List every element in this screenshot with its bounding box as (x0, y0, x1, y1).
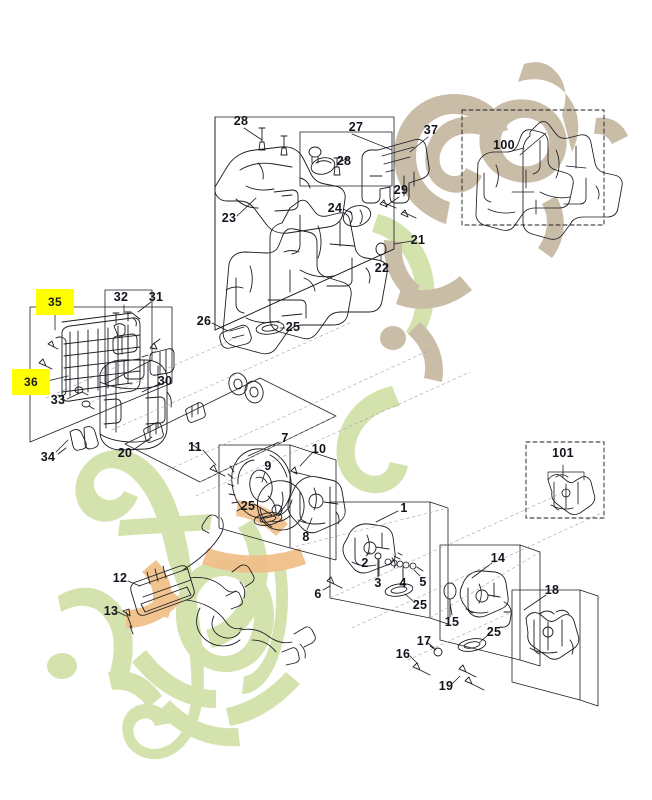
part-37-handle-block (361, 138, 430, 204)
part-17-screw (427, 642, 443, 657)
callout-1: 1 (400, 500, 408, 515)
panel-35-filter-cover (29, 306, 173, 443)
part-12-harness (182, 514, 316, 666)
callout-9: 9 (264, 458, 272, 473)
callout-15: 15 (444, 614, 460, 629)
callout-21: 21 (410, 232, 426, 247)
callout-20: 20 (117, 445, 133, 460)
callout-35-highlighted[interactable]: 35 (36, 289, 74, 315)
callout-6: 6 (314, 586, 322, 601)
part-20-grommet-a (143, 422, 164, 443)
part-25-washer-panel7 (253, 512, 283, 526)
callout-2: 2 (361, 555, 369, 570)
fastener-29-screws (379, 199, 417, 219)
part-6-screw (326, 576, 343, 589)
dashed-box-100 (461, 109, 605, 226)
part-2-carburetor (342, 523, 403, 574)
callout-34: 34 (40, 449, 56, 464)
part-25-washer-panel1 (384, 583, 414, 597)
callout-100: 100 (493, 137, 515, 152)
panel-fasteners-27 (299, 131, 393, 187)
part-9-fan (257, 480, 305, 531)
callout-22: 22 (374, 260, 390, 275)
part-101-assembly (547, 464, 596, 515)
callout-32: 32 (113, 289, 129, 304)
part-main-housing-body (222, 228, 352, 355)
callout-17: 17 (416, 633, 432, 648)
callout-23: 23 (221, 210, 237, 225)
part-10-screw (290, 466, 311, 477)
callout-30: 30 (157, 373, 173, 388)
part-31-bracket (141, 338, 175, 376)
callout-12: 12 (112, 570, 128, 585)
part-34-clips (57, 426, 99, 455)
callout-33: 33 (50, 392, 66, 407)
callout-101: 101 (552, 445, 574, 460)
callout-3: 3 (374, 575, 382, 590)
dashed-box-101 (525, 441, 605, 519)
callout-25: 25 (412, 597, 428, 612)
callout-14: 14 (490, 550, 506, 565)
callout-27: 27 (348, 119, 364, 134)
part-27-contents (308, 146, 341, 176)
part-30-fuel-tank (99, 359, 172, 451)
callout-13: 13 (103, 603, 119, 618)
panel-31-small-parts (104, 289, 153, 385)
callout-5: 5 (419, 574, 427, 589)
callout-10: 10 (311, 441, 327, 456)
callout-28: 28 (336, 153, 352, 168)
part-14-oil-pump (459, 570, 512, 628)
callout-26: 26 (196, 313, 212, 328)
callout-7: 7 (281, 430, 289, 445)
callout-37: 37 (423, 122, 439, 137)
callout-24: 24 (327, 200, 343, 215)
callout-25: 25 (486, 624, 502, 639)
part-12-ignition-module (130, 565, 195, 616)
callout-25: 25 (285, 319, 301, 334)
part-19-screws (458, 664, 485, 691)
part-100-assembly (475, 121, 623, 240)
part-13-screw (122, 608, 134, 635)
part-3-screw (374, 552, 382, 578)
part-26-clamp (219, 324, 252, 349)
callout-8: 8 (302, 529, 310, 544)
part-16-screw (412, 662, 431, 676)
callout-36-highlighted[interactable]: 36 (12, 369, 50, 395)
callout-29: 29 (393, 182, 409, 197)
perspective-rails (45, 321, 605, 661)
callout-28: 28 (233, 113, 249, 128)
panel-18-clutch-shoes (511, 589, 599, 707)
part-25-washer-panel14 (457, 638, 487, 652)
panel-14-oil-pump (439, 544, 541, 667)
callout-16: 16 (395, 646, 411, 661)
part-25-washer-top (255, 321, 285, 335)
part-inner-housing-right (269, 199, 388, 340)
part-20-bearings (228, 372, 264, 404)
panel-top-housing (214, 116, 395, 331)
part-8-clutch-housing (287, 476, 346, 534)
part-7-flywheel (227, 448, 292, 519)
callout-4: 4 (399, 575, 407, 590)
callout-18: 18 (544, 582, 560, 597)
callout-31: 31 (148, 289, 164, 304)
callout-19: 19 (438, 678, 454, 693)
leader-lines (42, 127, 547, 685)
callout-25: 25 (240, 498, 256, 513)
callout-11: 11 (188, 439, 202, 454)
part-20-grommet-b (185, 402, 206, 423)
part-32-contents (112, 311, 138, 355)
part-18-clutch-shoes (525, 609, 580, 660)
